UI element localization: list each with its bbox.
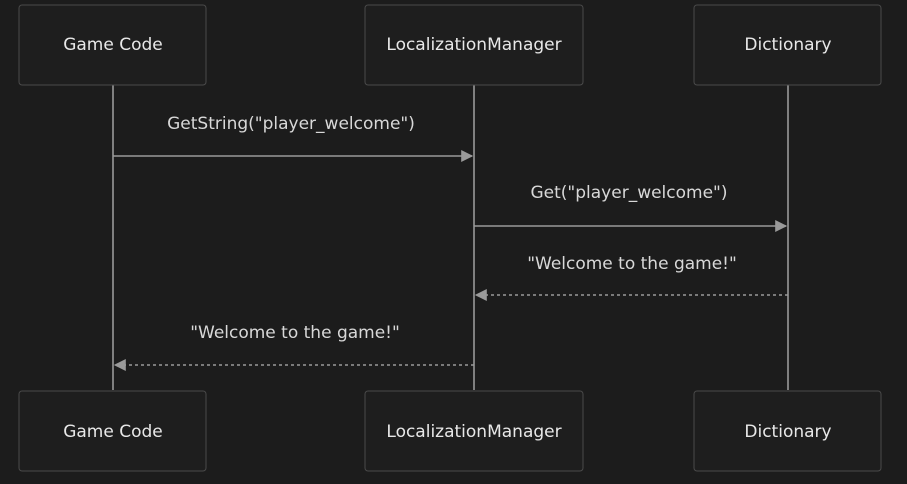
message-return-manager: "Welcome to the game!" bbox=[113, 323, 474, 371]
participant-label: Game Code bbox=[63, 35, 163, 55]
message-return-dictionary: "Welcome to the game!" bbox=[474, 254, 788, 301]
message-get: Get("player_welcome") bbox=[474, 183, 788, 232]
message-get-string: GetString("player_welcome") bbox=[113, 114, 474, 162]
message-label: Get("player_welcome") bbox=[531, 183, 728, 203]
participant-dictionary-top: Dictionary bbox=[693, 4, 882, 86]
message-label: GetString("player_welcome") bbox=[167, 114, 415, 134]
participant-label: LocalizationManager bbox=[386, 422, 561, 442]
participant-dictionary-bottom: Dictionary bbox=[693, 390, 882, 472]
participant-label: Dictionary bbox=[744, 422, 831, 442]
participant-game-code-top: Game Code bbox=[18, 4, 207, 86]
message-label: "Welcome to the game!" bbox=[527, 254, 737, 274]
message-label: "Welcome to the game!" bbox=[190, 323, 400, 343]
participant-label: Game Code bbox=[63, 422, 163, 442]
participant-localization-manager-top: LocalizationManager bbox=[364, 4, 584, 86]
participant-game-code-bottom: Game Code bbox=[18, 390, 207, 472]
participant-label: Dictionary bbox=[744, 35, 831, 55]
participant-localization-manager-bottom: LocalizationManager bbox=[364, 390, 584, 472]
participant-label: LocalizationManager bbox=[386, 35, 561, 55]
